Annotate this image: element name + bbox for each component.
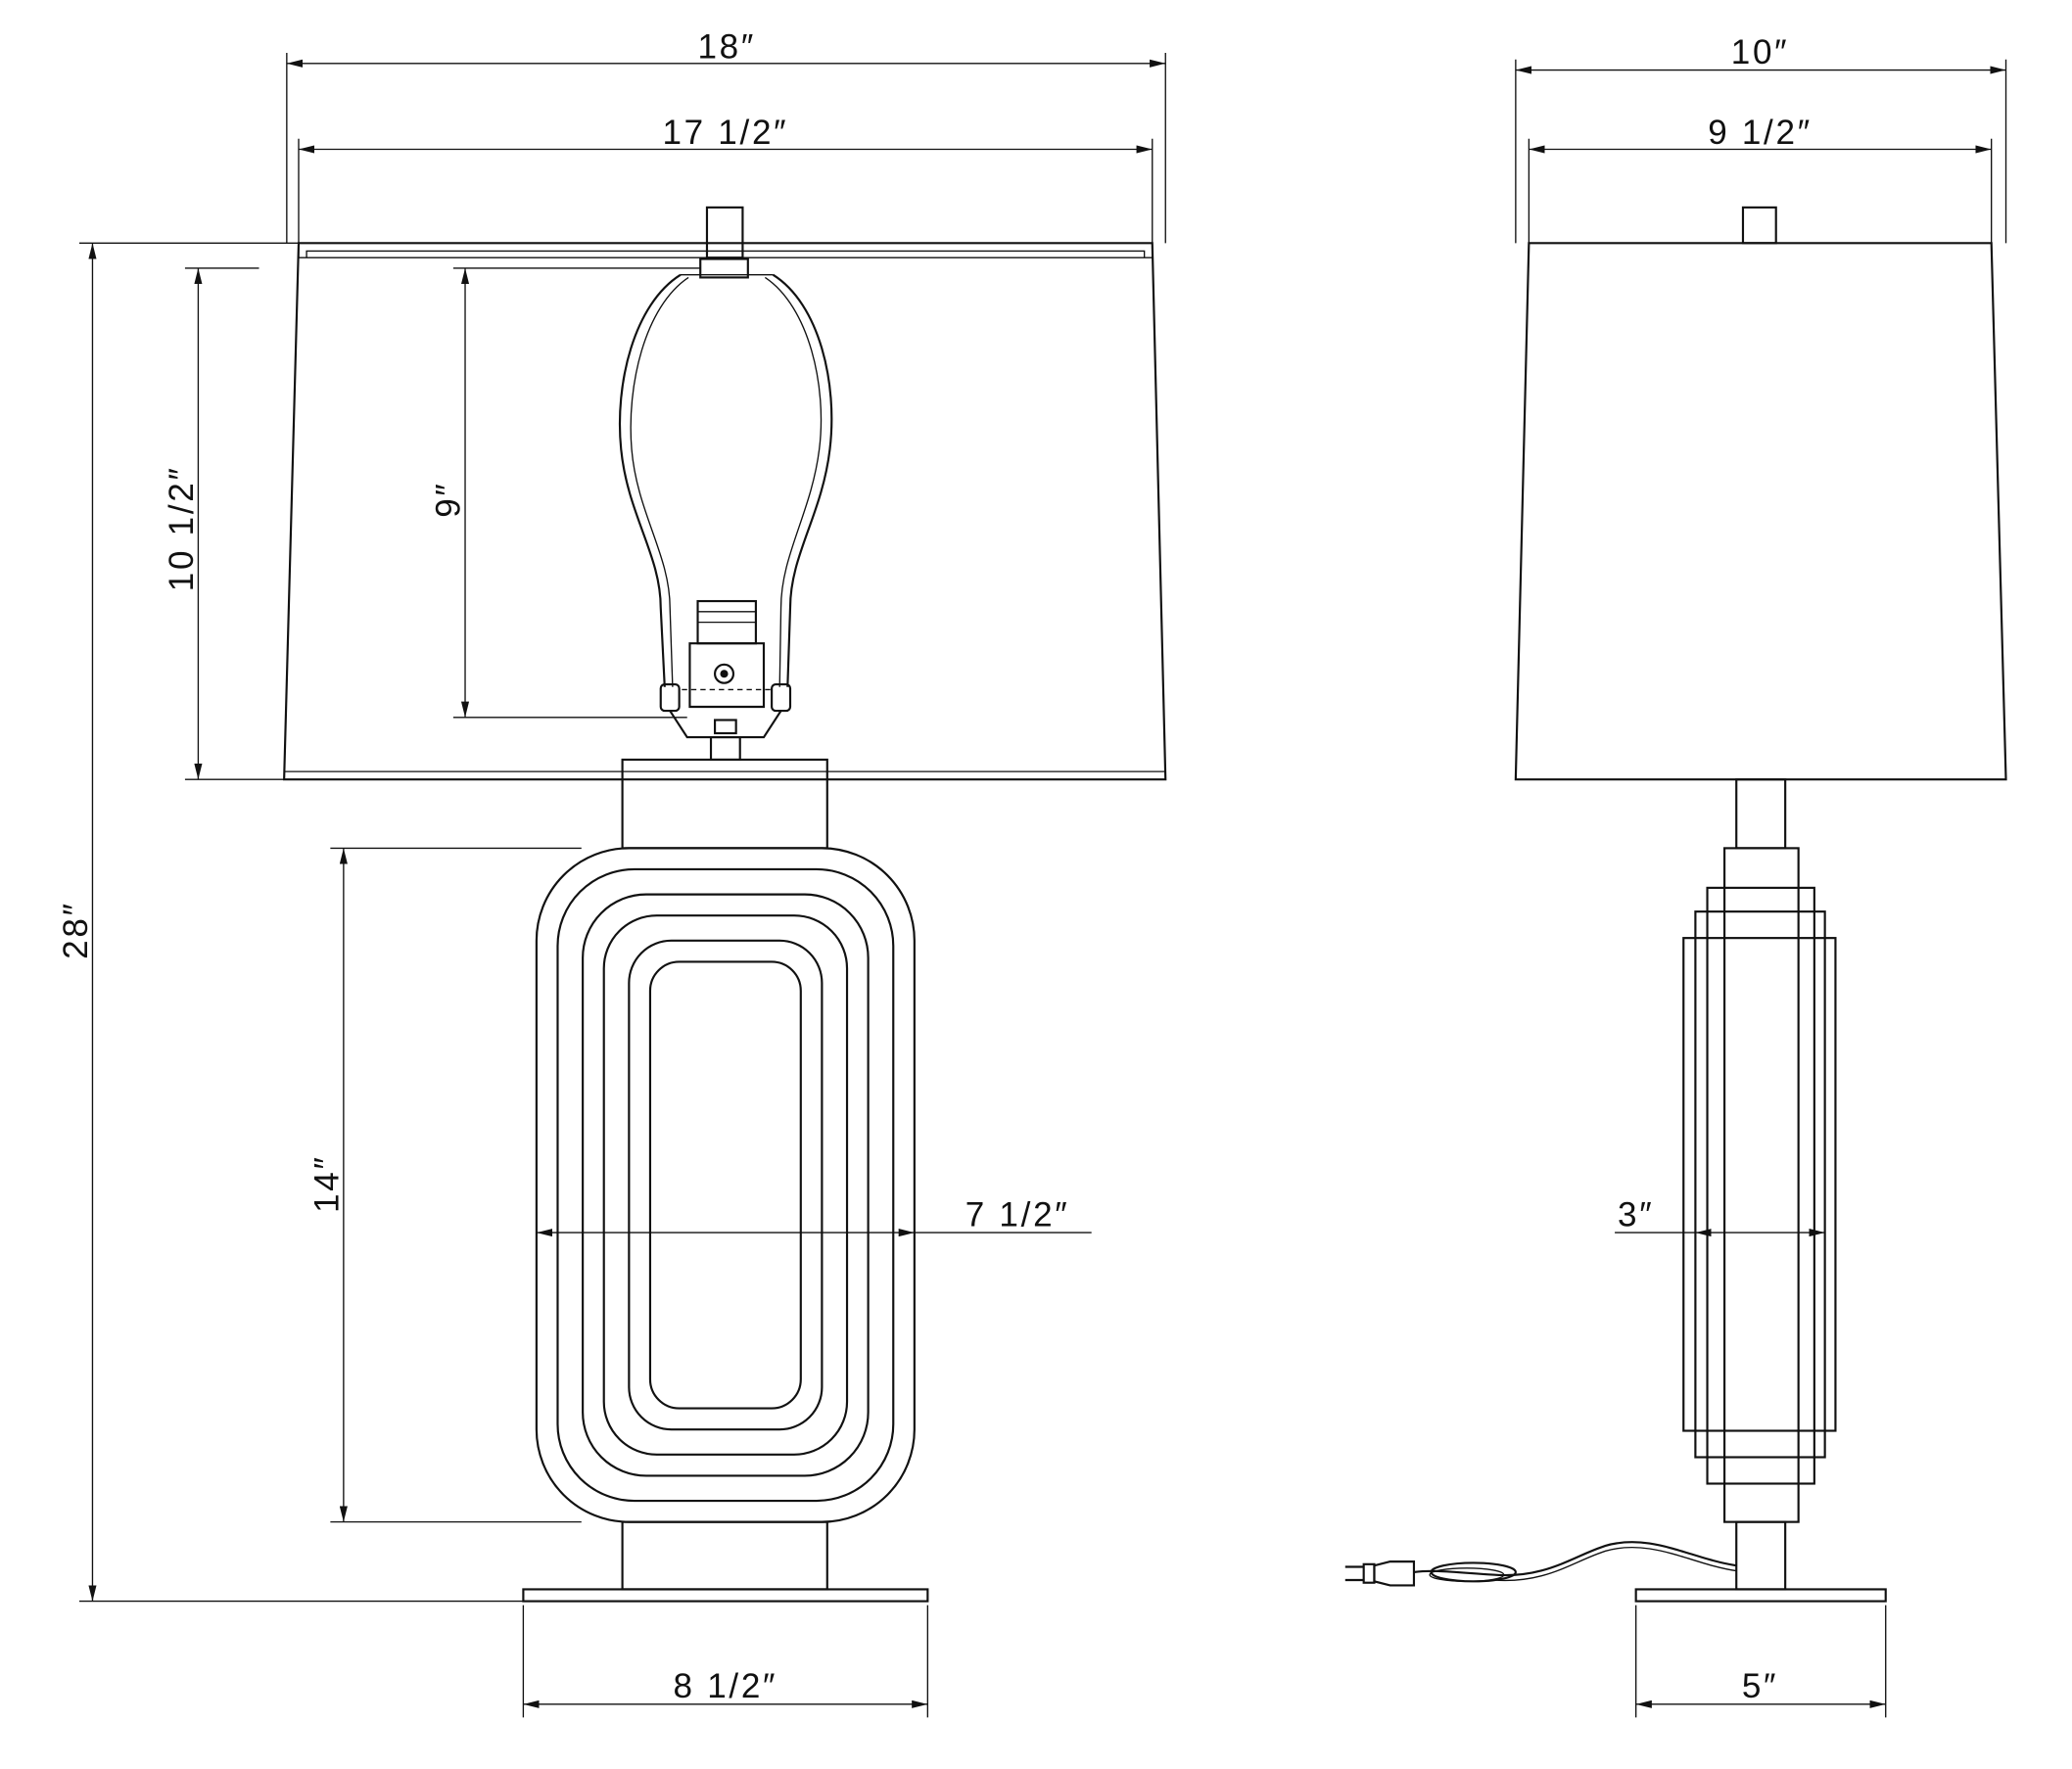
front-base: [522, 1588, 929, 1603]
side-upper-stem: [1735, 778, 1787, 850]
side-shade: [1514, 242, 2007, 781]
dim-10-1-2: 10 1/2″: [163, 465, 201, 591]
front-lower-neck: [621, 1520, 828, 1591]
dim-5: 5″: [1742, 1667, 1778, 1705]
dim-3: 3″: [1618, 1195, 1654, 1234]
dim-28: 28″: [57, 901, 95, 959]
dim-17-1-2: 17 1/2″: [662, 114, 788, 152]
dim-7-1-2: 7 1/2″: [965, 1195, 1070, 1234]
front-shade: [283, 242, 1167, 781]
side-body: [1682, 847, 1837, 1523]
dim-14: 14″: [307, 1154, 346, 1213]
front-finial: [705, 206, 744, 259]
side-base: [1634, 1588, 1887, 1603]
dim-9: 9″: [430, 481, 468, 517]
side-view: 10″ 9 1/2″ 3″ 5″: [1344, 33, 2007, 1718]
front-shade-rim: [298, 243, 1154, 258]
side-finial: [1741, 206, 1777, 245]
power-cord-plug-icon: [1344, 1541, 1737, 1587]
dim-10: 10″: [1731, 33, 1790, 71]
socket-switch-icon: [713, 663, 735, 684]
harp: [618, 257, 833, 739]
front-body: [535, 847, 916, 1523]
socket: [682, 599, 773, 762]
dim-8-1-2: 8 1/2″: [674, 1667, 778, 1705]
dim-18: 18″: [697, 27, 756, 66]
dim-9-1-2: 9 1/2″: [1708, 114, 1813, 152]
front-view: 18″ 17 1/2″ 28″ 10 1/2″ 9″ 14″ 7 1/2″ 8 …: [57, 27, 1167, 1718]
front-upper-neck: [621, 758, 828, 850]
side-lower-stem: [1735, 1520, 1787, 1591]
